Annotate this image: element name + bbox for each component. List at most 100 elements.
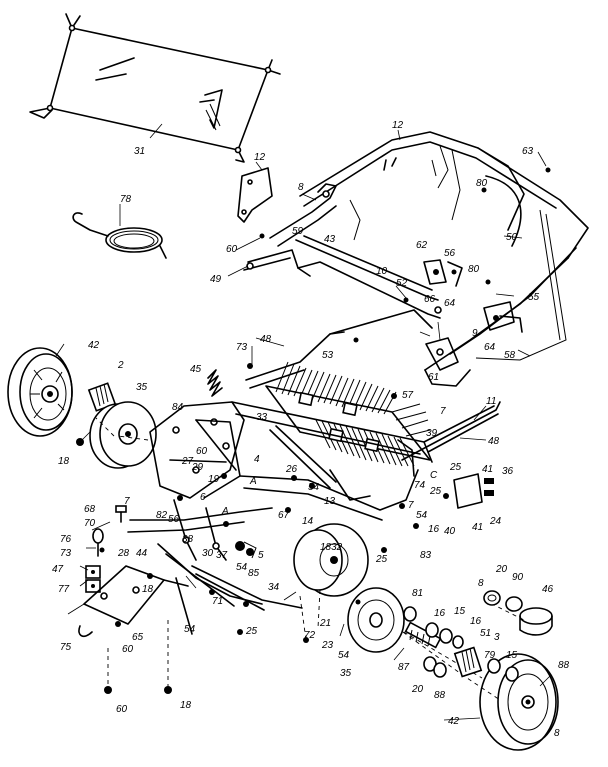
- callout-8: 8: [554, 728, 560, 739]
- callout-16: 16: [428, 524, 440, 535]
- callout-1832: 1832: [320, 542, 343, 553]
- callout-41: 41: [482, 464, 493, 475]
- callout-18: 18: [142, 584, 154, 595]
- callout-60: 60: [196, 446, 208, 457]
- callout-46: 46: [542, 584, 554, 595]
- callout-90: 90: [512, 572, 524, 583]
- callout-31: 31: [134, 146, 145, 157]
- callout-9: 9: [472, 328, 478, 339]
- brush-assembly: [265, 361, 431, 467]
- callout-59: 59: [292, 226, 304, 237]
- bracket-40: [443, 473, 494, 509]
- callout-80: 80: [468, 264, 480, 275]
- callout-56: 56: [168, 514, 180, 525]
- callout-15: 15: [506, 650, 518, 661]
- callout-55: 55: [528, 292, 540, 303]
- callout-48: 48: [488, 436, 500, 447]
- callout-26: 26: [285, 464, 298, 475]
- hopper-frame: [299, 131, 589, 387]
- callout-50: 50: [506, 232, 518, 243]
- hub-83: [293, 523, 369, 597]
- callout-65: 65: [132, 632, 144, 643]
- bracket-12: [237, 167, 273, 223]
- plate-65: [83, 565, 193, 635]
- hub-35-right: [347, 587, 405, 653]
- callout-a: A: [221, 506, 229, 517]
- callout-35: 35: [340, 668, 352, 679]
- callout-80: 80: [476, 178, 488, 189]
- bolt-68: [115, 505, 127, 523]
- rod-10: [243, 235, 442, 319]
- callout-83: 83: [420, 550, 432, 561]
- callout-72: 72: [304, 630, 316, 641]
- callout-70: 70: [84, 518, 96, 529]
- callout-30: 30: [202, 548, 214, 559]
- callout-12: 12: [392, 120, 404, 131]
- callout-20: 20: [495, 564, 508, 575]
- callout-c: C: [430, 470, 438, 481]
- callout-45: 45: [190, 364, 202, 375]
- callout-2: 2: [117, 360, 124, 371]
- callout-8: 8: [298, 182, 304, 193]
- gear-2: [87, 382, 117, 412]
- callout-33: 33: [256, 412, 268, 423]
- callout-3: 3: [494, 632, 500, 643]
- callout-44: 44: [136, 548, 148, 559]
- spring-45: [207, 369, 223, 397]
- bushing-15: [505, 666, 519, 682]
- clip-46: [519, 607, 553, 636]
- callout-21: 21: [319, 618, 331, 629]
- side-plate-left: [149, 401, 245, 499]
- callout-54: 54: [184, 624, 196, 635]
- callout-40: 40: [444, 526, 456, 537]
- callout-25: 25: [429, 486, 442, 497]
- callout-60: 60: [116, 704, 128, 715]
- callout-60: 60: [226, 244, 238, 255]
- callout-54: 54: [308, 482, 320, 493]
- clip-75: [78, 625, 93, 638]
- cable-coil: [72, 212, 167, 259]
- callout-37: 37: [216, 550, 228, 561]
- callout-7: 7: [440, 406, 446, 417]
- callout-48: 48: [260, 334, 272, 345]
- callout-47: 47: [52, 564, 64, 575]
- callout-61: 61: [428, 372, 439, 383]
- callout-23: 23: [321, 640, 334, 651]
- wheel-left: [7, 347, 73, 437]
- callout-73: 73: [60, 548, 72, 559]
- wheel-right: [479, 653, 559, 751]
- callout-7: 7: [124, 496, 130, 507]
- callout-38: 38: [182, 534, 194, 545]
- callout-18: 18: [58, 456, 70, 467]
- callout-51: 51: [480, 628, 491, 639]
- callout-labels: 31 12 12 63 78 8 80 60 59 43 10 50 62 56…: [52, 120, 570, 739]
- callout-11: 11: [486, 396, 496, 407]
- callout-18: 18: [180, 700, 192, 711]
- nut-52: [403, 297, 409, 303]
- callout-49: 49: [210, 274, 222, 285]
- callout-5: 5: [258, 550, 264, 561]
- main-frame: [169, 401, 499, 521]
- leader-lines: [55, 123, 551, 721]
- nut-80: [485, 279, 491, 285]
- callout-60: 60: [122, 644, 134, 655]
- washers-right: [403, 590, 523, 678]
- callout-53: 53: [322, 350, 334, 361]
- screw-63: [545, 167, 551, 173]
- callout-75: 75: [60, 642, 72, 653]
- callout-66: 66: [424, 294, 436, 305]
- callout-7: 7: [408, 500, 414, 511]
- callout-24: 24: [489, 516, 502, 527]
- callout-64: 64: [444, 298, 456, 309]
- rod-85: [191, 565, 303, 611]
- nut-80b: [481, 187, 487, 193]
- callout-35: 35: [136, 382, 148, 393]
- callout-42: 42: [448, 716, 460, 727]
- callout-28: 28: [117, 548, 130, 559]
- rod-48-lower: [401, 401, 501, 461]
- callout-16: 16: [434, 608, 446, 619]
- callout-20: 20: [411, 684, 424, 695]
- callout-63: 63: [522, 146, 534, 157]
- callout-77: 77: [58, 584, 70, 595]
